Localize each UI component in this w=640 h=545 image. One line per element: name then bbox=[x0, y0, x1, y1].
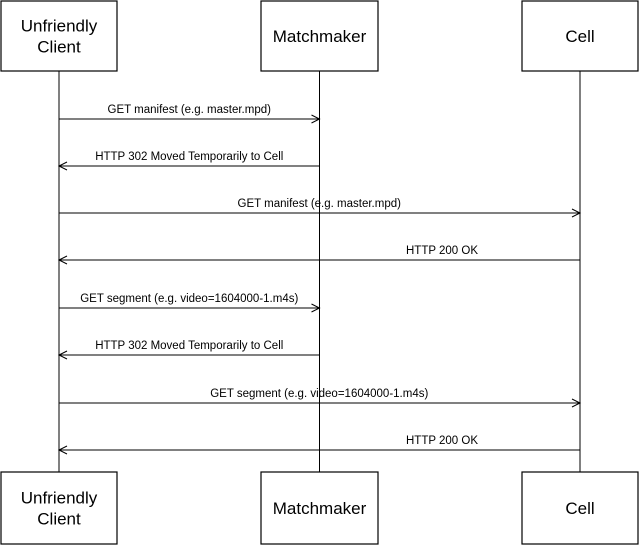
message-arrowhead-6 bbox=[57, 350, 68, 360]
participant-label-cell-bottom: Cell bbox=[565, 499, 594, 518]
message-arrowhead-7 bbox=[571, 398, 582, 408]
participant-label-client-bottom: Unfriendly bbox=[21, 489, 98, 508]
message-arrowhead-1 bbox=[311, 114, 321, 124]
message-label-6: HTTP 302 Moved Temporarily to Cell bbox=[95, 340, 283, 352]
message-arrowhead-3 bbox=[571, 208, 582, 218]
message-arrowhead-2 bbox=[57, 161, 68, 171]
message-arrowhead-8 bbox=[57, 445, 68, 455]
message-label-1: GET manifest (e.g. master.mpd) bbox=[108, 104, 272, 116]
participant-box-client-bottom bbox=[0, 471, 118, 545]
message-label-4: HTTP 200 OK bbox=[406, 245, 478, 257]
participant-label-matchmaker-top: Matchmaker bbox=[273, 27, 367, 46]
message-arrowhead-4 bbox=[57, 255, 68, 265]
participant-box-cell-bottom bbox=[521, 471, 639, 545]
participant-box-matchmaker-top bbox=[260, 0, 379, 72]
message-arrowhead-5 bbox=[311, 303, 321, 313]
message-label-3: GET manifest (e.g. master.mpd) bbox=[238, 198, 402, 210]
participant-label-cell-top: Cell bbox=[565, 27, 594, 46]
participant-label-matchmaker-bottom: Matchmaker bbox=[273, 499, 367, 518]
message-label-2: HTTP 302 Moved Temporarily to Cell bbox=[95, 151, 283, 163]
participant-box-matchmaker-bottom bbox=[260, 471, 379, 545]
participant-label-client-bottom: Client bbox=[37, 510, 81, 529]
message-label-7: GET segment (e.g. video=1604000-1.m4s) bbox=[210, 388, 428, 400]
participant-box-client-top bbox=[0, 0, 118, 72]
participant-box-cell-top bbox=[521, 0, 639, 72]
message-label-5: GET segment (e.g. video=1604000-1.m4s) bbox=[80, 293, 298, 305]
participant-label-client-top: Unfriendly bbox=[21, 17, 98, 36]
participant-label-client-top: Client bbox=[37, 38, 81, 57]
message-label-8: HTTP 200 OK bbox=[406, 435, 478, 447]
